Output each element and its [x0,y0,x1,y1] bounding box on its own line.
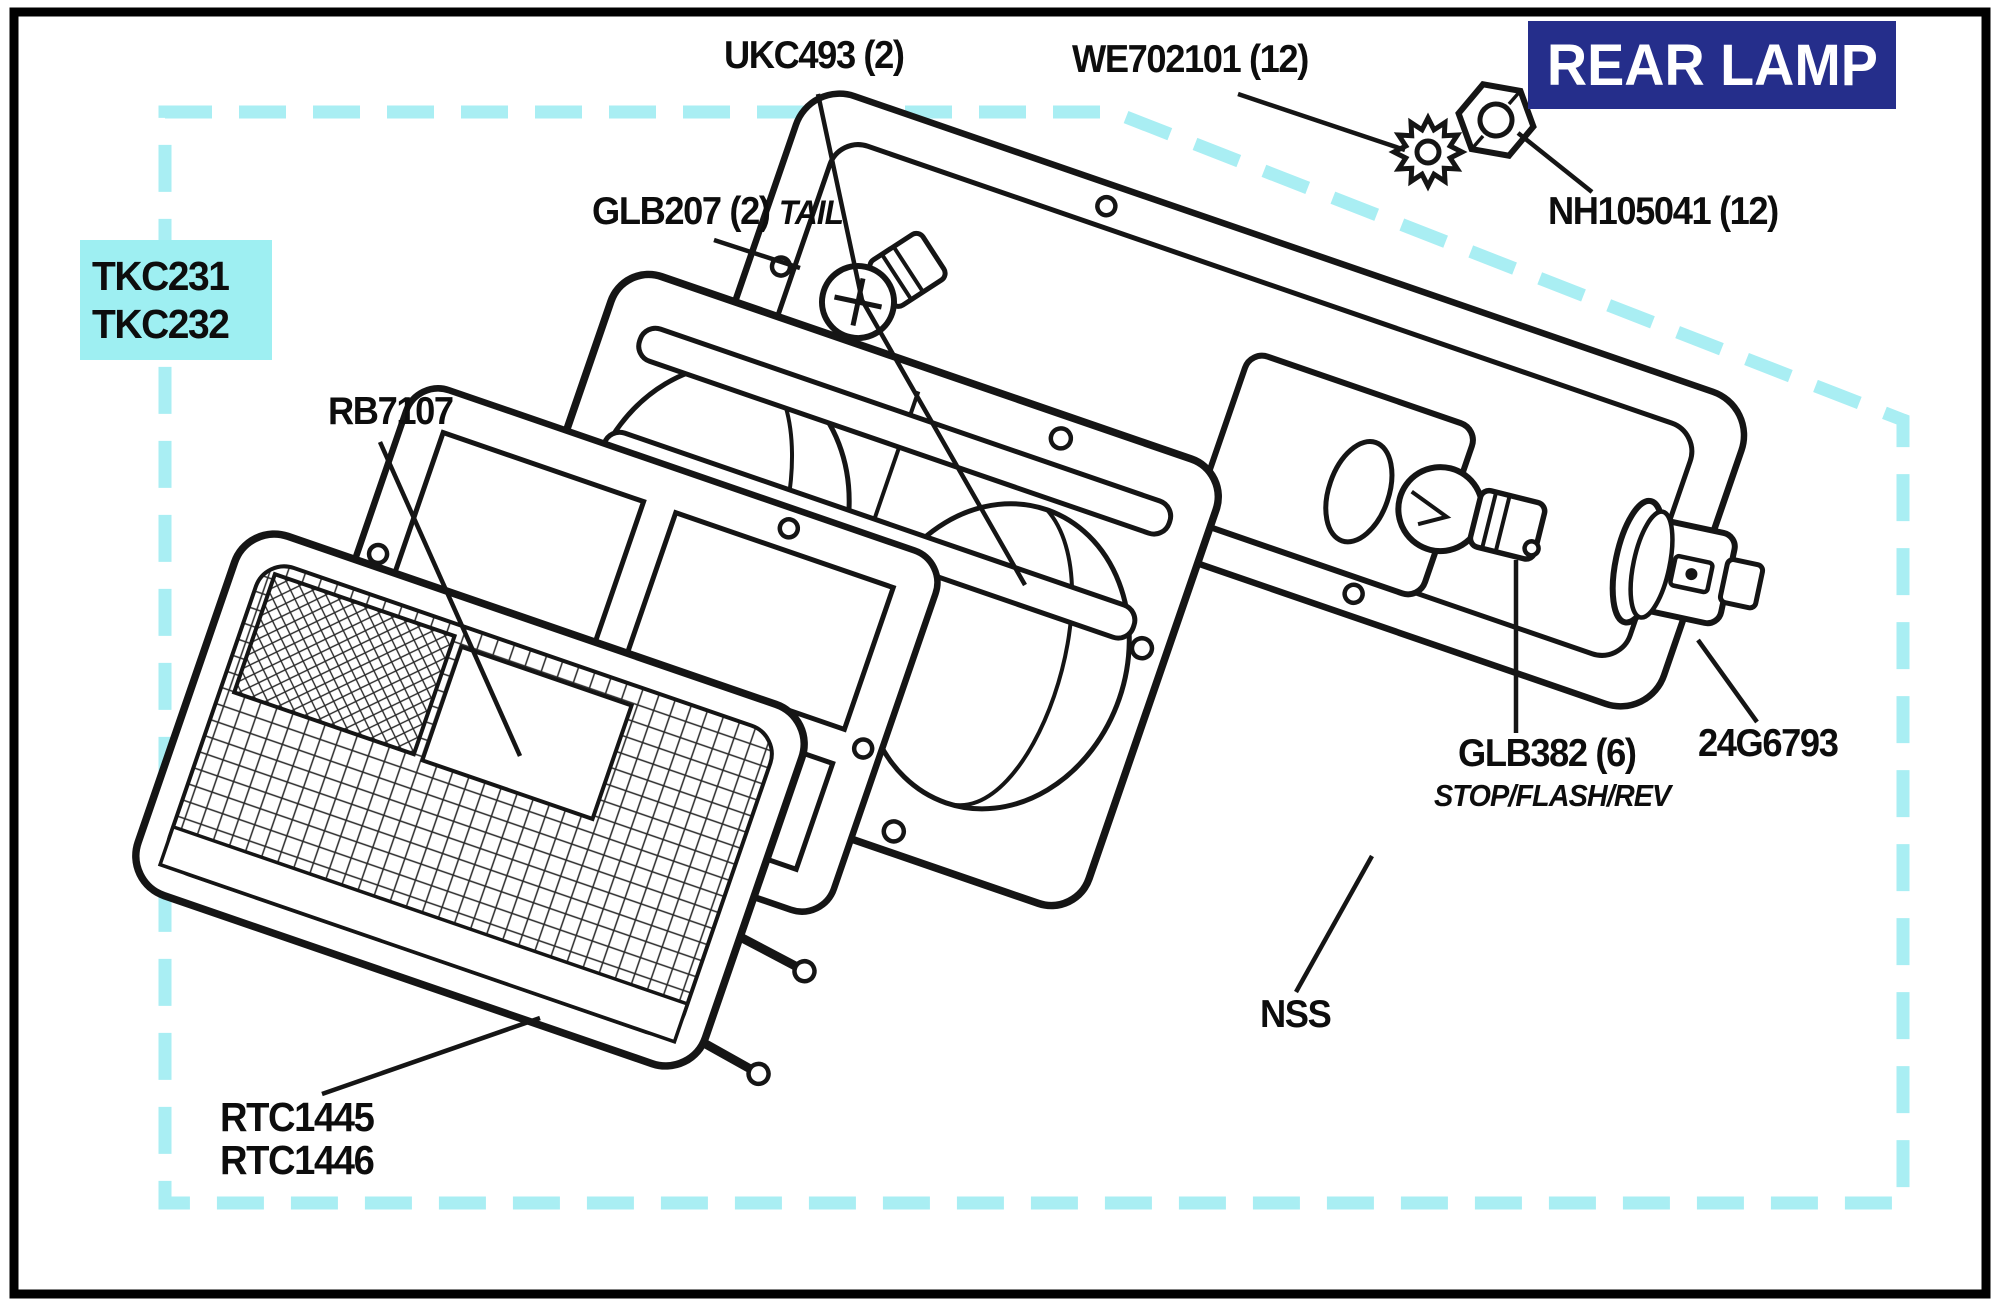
assembly-code-box: TKC231 TKC232 [80,240,272,360]
leader-rb7107 [377,441,523,757]
dashed-boundary [158,105,1910,1210]
callout-glb207-part: GLB207 (2) [592,190,771,233]
leader-rtc [321,1015,541,1097]
callout-nh105041: NH105041 (12) [1548,190,1779,233]
leader-we702101 [1237,91,1406,153]
callout-ukc493: UKC493 (2) [724,34,905,77]
stop-flash-rev-bulb-drawing [1395,464,1548,562]
assembly-code-2: TKC232 [92,301,230,347]
leader-ukc493 [815,93,1027,587]
callout-rtc1446: RTC1446 [220,1137,375,1184]
page-frame-border [9,7,1991,1299]
callout-rtc1445: RTC1445 [220,1094,375,1140]
star-washer-drawing [1388,112,1468,192]
callout-glb382: GLB382 (6) [1458,732,1637,775]
leader-lines [321,91,1759,1097]
callout-nss: NSS [1260,993,1332,1036]
callout-24g6793: 24G6793 [1698,722,1839,765]
leader-glb207 [713,237,801,271]
bulb-holder-drawing [1609,497,1766,627]
callout-rtc: RTC1445 RTC1446 [220,1094,375,1184]
callout-we702101: WE702101 (12) [1072,38,1309,81]
leader-nss [1294,854,1374,994]
callout-rb7107: RB7107 [328,390,454,433]
callout-glb207: GLB207 (2)TAIL [592,190,844,233]
lens-drawing [132,530,817,1087]
assembly-code-1: TKC231 [92,252,230,299]
callout-glb382-note: STOP/FLASH/REV [1434,778,1671,813]
title-banner: REAR LAMP [1528,21,1896,109]
hex-nut-drawing [1455,81,1537,159]
page-title: REAR LAMP [1546,32,1878,98]
leader-24g6793 [1696,638,1759,724]
leader-nh105041 [1516,131,1594,194]
callout-glb207-note: TAIL [778,194,844,232]
